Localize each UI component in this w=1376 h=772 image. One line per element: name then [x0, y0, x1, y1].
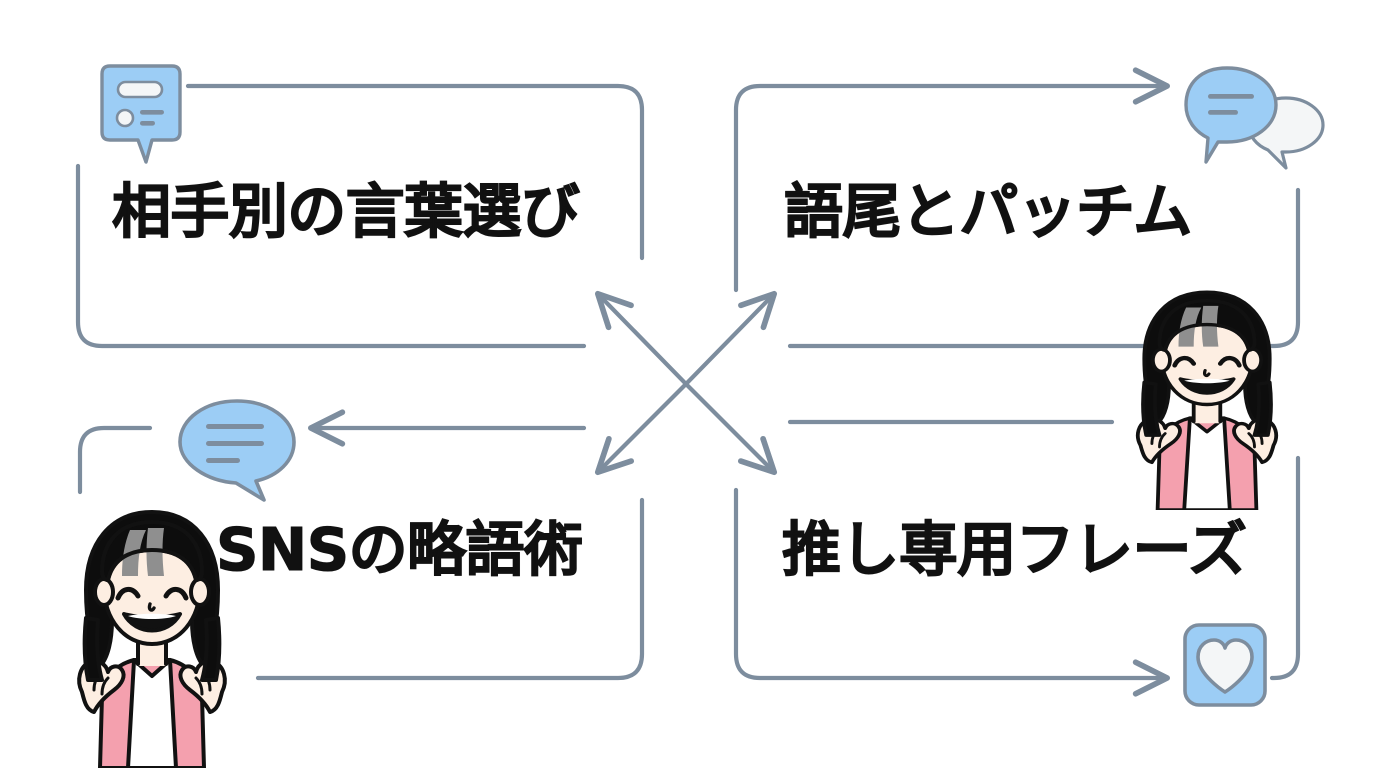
frame-bottom-right-right	[1269, 455, 1301, 681]
frame-top-left-bottom	[75, 163, 587, 349]
frame-top-right-top	[733, 67, 1170, 293]
arrow-to-bottom-left	[594, 381, 689, 476]
heart-square-icon	[1182, 622, 1268, 708]
double-speech-bubble-icon	[1182, 62, 1328, 174]
smiling-girl-finger-hearts-right	[1112, 282, 1302, 512]
speech-bubble-lines-icon	[174, 396, 300, 504]
center-cross-arrows	[594, 290, 778, 476]
frame-top-left-top	[185, 83, 645, 261]
arrow-to-bottom-right	[683, 381, 778, 476]
arrow-to-top-left	[594, 290, 689, 387]
frame-bottom-left-bottom	[255, 497, 645, 681]
quadrant-heading-top-right: 語尾とパッチム	[783, 177, 1192, 246]
frame-bottom-left-corner	[77, 425, 153, 495]
quadrant-heading-bottom-left: SNSの略語術	[215, 515, 583, 584]
frame-bottom-right-bottom	[733, 487, 1170, 697]
frame-top-right-bottom	[787, 187, 1301, 349]
smiling-girl-finger-hearts-left	[52, 500, 252, 770]
message-list-bubble-icon	[100, 62, 182, 166]
quadrant-heading-top-left: 相手別の言葉選び	[111, 177, 580, 246]
quadrant-heading-bottom-right: 推し専用フレーズ	[781, 515, 1247, 584]
arrow-to-top-right	[683, 290, 778, 387]
